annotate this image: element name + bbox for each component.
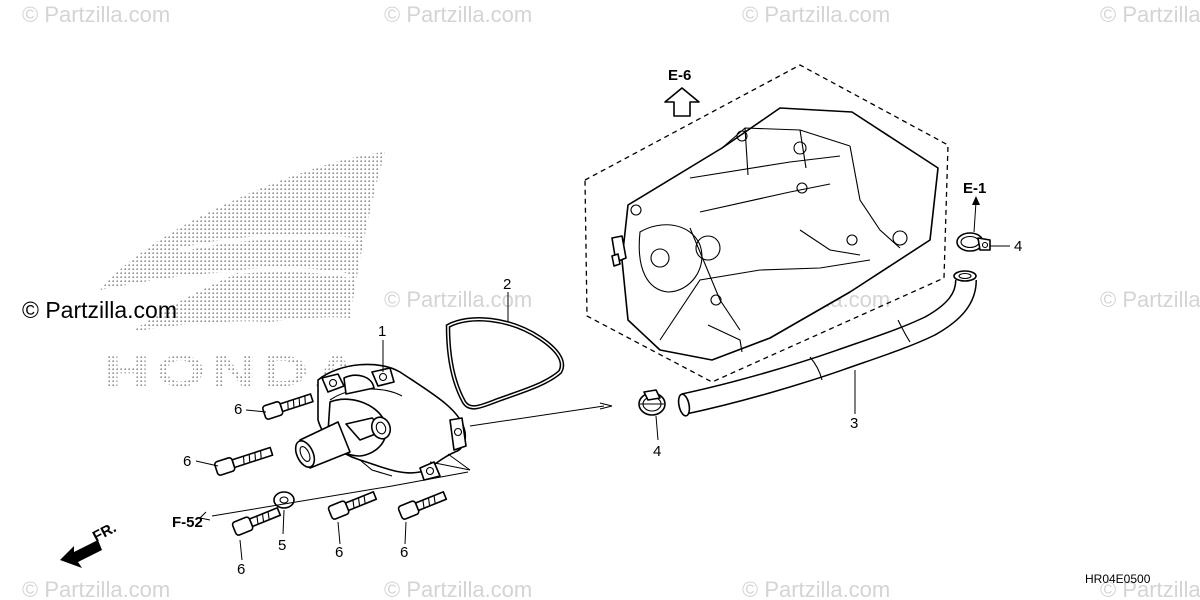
- watermark-text: © Partzilla.com: [22, 2, 170, 27]
- honda-wing-logo: HONDA: [100, 152, 385, 396]
- gasket-part: [445, 317, 565, 410]
- callout-bolt: 6: [237, 561, 245, 578]
- hose-clamp-lower: [638, 389, 666, 416]
- bolt-part: [327, 491, 378, 520]
- diagram-code: HR04E0500: [1085, 572, 1151, 586]
- water-pump-part: [294, 363, 471, 481]
- callout-washer: 5: [278, 537, 286, 554]
- hose-clamp-upper: [956, 232, 991, 252]
- watermark-text: © Partzilla.com: [384, 2, 532, 27]
- bolt-part: [214, 446, 274, 476]
- reference-right: E-1: [963, 180, 986, 197]
- watermark-text: © Partzilla.com: [1100, 577, 1200, 600]
- watermark-text: © Partzilla.com: [384, 577, 532, 600]
- callout-water-pump: 1: [378, 323, 386, 340]
- bolt-part: [397, 491, 448, 520]
- callout-bolt: 6: [400, 544, 408, 561]
- callout-gasket: 2: [503, 276, 511, 293]
- bolt-part: [231, 507, 282, 536]
- engine-case: [584, 64, 949, 383]
- callout-bolt: 6: [234, 401, 242, 418]
- reference-left: F-52: [172, 514, 203, 531]
- watermark-text: © Partzilla.com: [22, 577, 170, 600]
- leader-lines: [195, 245, 1010, 561]
- arrow-up-icon: [664, 87, 700, 117]
- watermark-text: © Partzilla.com: [1100, 287, 1200, 312]
- arrow-up-small-icon: [972, 196, 980, 233]
- bolt-part: [262, 393, 314, 420]
- watermark-text: © Partzilla.com: [1100, 2, 1200, 27]
- washer-part: [273, 491, 295, 509]
- watermark-text: © Partzilla.com: [742, 2, 890, 27]
- watermark-text: © Partzilla.com: [742, 577, 890, 600]
- callout-clamp-upper: 4: [1014, 238, 1022, 255]
- watermark-main: © Partzilla.com: [22, 297, 177, 323]
- watermarks: © Partzilla.com © Partzilla.com © Partzi…: [22, 2, 1200, 600]
- direction-label: FR.: [90, 519, 119, 545]
- reference-top: E-6: [668, 67, 691, 84]
- callout-bolt: 6: [335, 544, 343, 561]
- callout-hose: 3: [850, 415, 858, 432]
- callout-bolt: 6: [183, 453, 191, 470]
- callout-clamp-lower: 4: [653, 443, 661, 460]
- hose-part: [677, 270, 977, 417]
- front-direction-arrow-icon: [60, 540, 102, 568]
